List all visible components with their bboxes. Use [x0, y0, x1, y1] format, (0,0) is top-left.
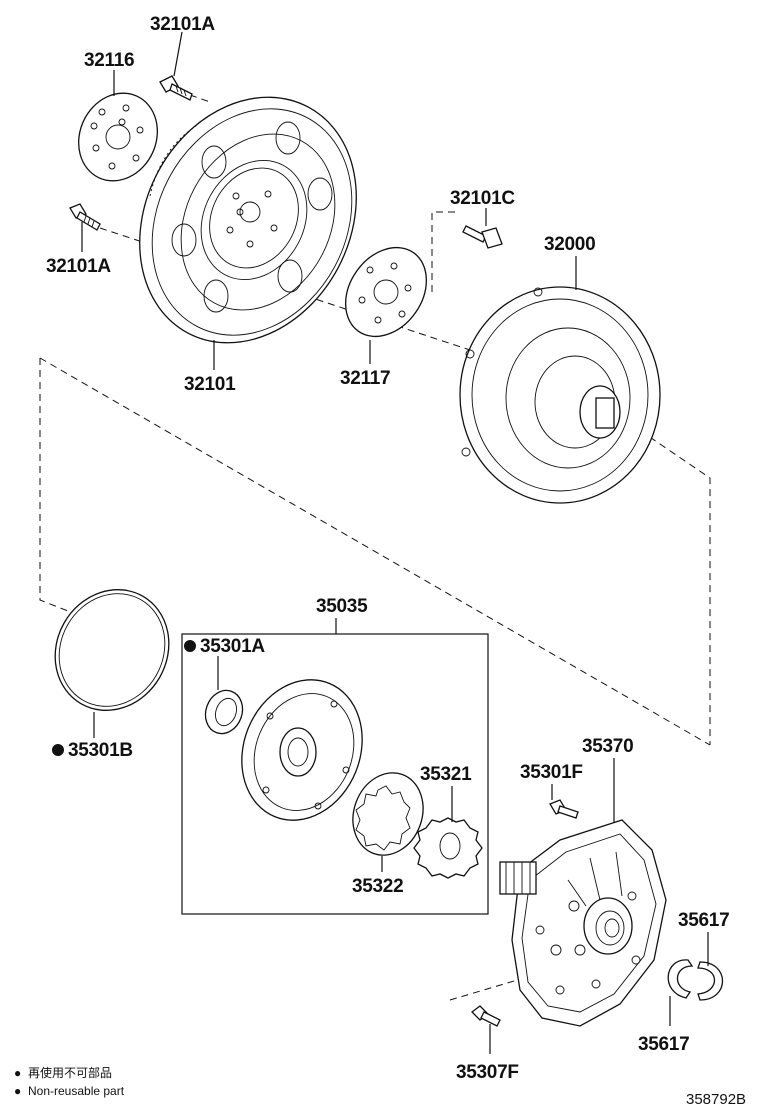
legend-text-en: Non-reusable part — [28, 1084, 125, 1098]
label-32000: 32000 — [544, 234, 595, 255]
label-32101A-top: 32101A — [150, 14, 215, 35]
legend: ● 再使用不可部品 ● Non-reusable part — [14, 1065, 125, 1098]
diagram-reference-number: 358792B — [686, 1091, 746, 1108]
oil-seal-35301A — [204, 689, 244, 735]
label-32116: 32116 — [84, 50, 134, 71]
label-35301F: 35301F — [520, 762, 583, 783]
label-32101C: 32101C — [450, 188, 515, 209]
flywheel-32101 — [139, 96, 357, 344]
label-35321: 35321 — [420, 764, 472, 785]
label-32101A-left: 32101A — [46, 256, 111, 277]
driven-gear-35322 — [352, 772, 424, 856]
label-35035: 35035 — [316, 596, 368, 617]
label-32101: 32101 — [184, 374, 236, 395]
torque-converter-32000 — [459, 286, 661, 504]
label-35301A: 35301A — [200, 636, 265, 657]
legend-text-jp: 再使用不可部品 — [28, 1065, 112, 1080]
label-32117: 32117 — [340, 368, 390, 389]
o-ring-35301B — [54, 589, 170, 711]
label-35370: 35370 — [582, 736, 633, 757]
non-reusable-marker — [184, 640, 196, 652]
label-35617-bottom: 35617 — [638, 1034, 689, 1055]
drive-plate-32116 — [78, 92, 158, 182]
non-reusable-marker — [52, 744, 64, 756]
seal-ring-35617 — [667, 959, 724, 1001]
bolt-32101C — [462, 225, 503, 249]
legend-marker: ● — [14, 1066, 21, 1080]
oil-pump-body-group — [181, 618, 489, 915]
legend-marker: ● — [14, 1084, 21, 1098]
bolt-35301F — [549, 799, 579, 819]
bolt-35307F — [471, 1005, 501, 1027]
label-35617-top: 35617 — [678, 910, 729, 931]
bolt-32101A-left — [69, 203, 101, 231]
label-35307F: 35307F — [456, 1062, 519, 1083]
label-35301B: 35301B — [68, 740, 133, 761]
leader-lines — [81, 31, 709, 1054]
drive-plate-32117 — [345, 246, 427, 338]
stator-shaft-35370 — [499, 819, 667, 1027]
bolt-32101A-top — [159, 75, 193, 101]
drive-gear-35321 — [413, 817, 483, 879]
label-35322: 35322 — [352, 876, 403, 897]
oil-pump-body — [241, 679, 363, 821]
